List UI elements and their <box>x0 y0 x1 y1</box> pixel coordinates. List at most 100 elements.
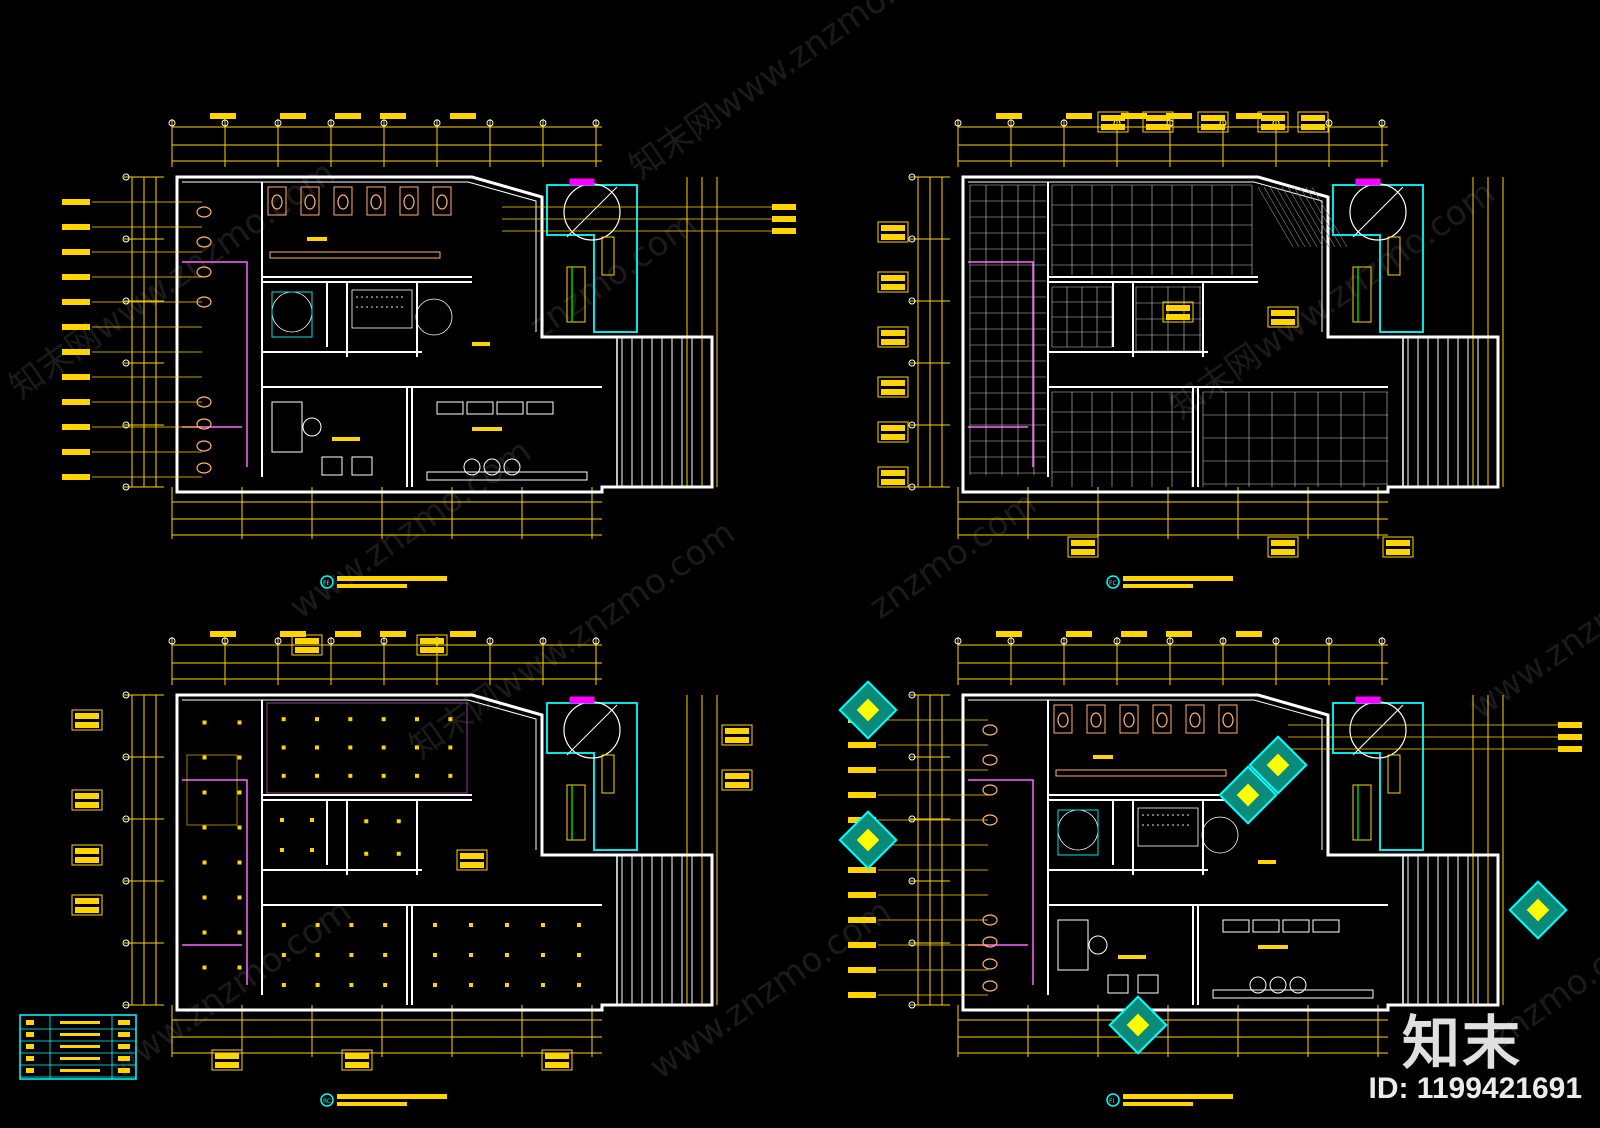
ceiling-light <box>280 818 284 822</box>
grid-bubble <box>1325 637 1333 645</box>
ceiling-light <box>469 923 473 927</box>
dimension-label <box>1258 860 1276 864</box>
plan-scale-bar <box>337 1102 407 1106</box>
wall-inner-line <box>182 181 537 332</box>
texture-dot <box>1142 824 1144 826</box>
texture-dot <box>1187 824 1189 826</box>
ceiling-light <box>364 819 369 824</box>
ceiling-light <box>237 860 242 865</box>
dimension-label <box>848 767 876 773</box>
wall-inner-line <box>968 699 1323 850</box>
texture-dot <box>1147 814 1149 816</box>
ceiling-light <box>433 923 437 927</box>
plan-title-block: RC <box>320 1093 447 1107</box>
dimension-label <box>1066 631 1092 637</box>
ceiling-light <box>577 953 581 957</box>
toilet-fixture <box>304 194 316 210</box>
grid-bubble <box>1378 637 1386 645</box>
grid-bubble <box>592 637 600 645</box>
ceiling-type-tag <box>877 221 909 243</box>
title-tag: FF <box>323 580 330 587</box>
chair <box>503 458 521 476</box>
ceiling-light <box>202 930 207 935</box>
dimension-label <box>62 474 90 480</box>
dimension-label <box>1166 631 1192 637</box>
ceiling-type-tag <box>456 849 488 871</box>
interior-partition <box>261 700 602 1005</box>
ceiling-light <box>237 825 242 830</box>
grid-bubble <box>274 119 282 127</box>
dimension-label <box>848 792 876 798</box>
dimension-label <box>772 204 796 210</box>
grid-bubble <box>908 173 916 181</box>
texture-dot <box>1187 814 1189 816</box>
round-table <box>302 417 322 437</box>
texture-dot <box>361 296 363 298</box>
grid-bubble <box>954 637 962 645</box>
ceiling-light <box>202 965 207 970</box>
grid-bubble <box>908 815 916 823</box>
texture-dot <box>1172 814 1174 816</box>
ceiling-light <box>237 720 242 725</box>
title-tag: FC <box>1109 580 1117 587</box>
wall-inner-line <box>968 181 1323 332</box>
ceiling-light <box>396 851 401 856</box>
plant <box>415 298 453 336</box>
ceiling-type-tag <box>1097 111 1129 133</box>
texture-dot <box>1182 814 1184 816</box>
elevation-index-marker <box>1248 735 1308 795</box>
legend-description <box>60 1057 100 1060</box>
ceiling-light <box>348 745 353 750</box>
dimension-label <box>848 942 876 948</box>
plan-title-block: FC <box>1106 575 1233 589</box>
ceiling-light <box>541 923 545 927</box>
grid-bubble <box>1060 119 1068 127</box>
dimension-label <box>1558 722 1582 728</box>
plan-title-bar <box>1123 1094 1233 1099</box>
ceiling-type-tag <box>1162 301 1194 323</box>
dimension-label <box>1121 631 1147 637</box>
grid-bubble <box>1007 637 1015 645</box>
plan-title-bar <box>337 576 447 581</box>
ceiling-light <box>202 895 207 900</box>
toilet-fixture <box>1057 712 1069 728</box>
interior-partition <box>1047 700 1388 1005</box>
title-bubble <box>1106 1093 1120 1107</box>
grid-bubble <box>122 1001 130 1009</box>
dimension-label <box>1093 755 1113 759</box>
ceiling-light <box>281 773 286 778</box>
legend-description <box>60 1045 100 1048</box>
ceiling-light <box>469 983 473 987</box>
plan-title-bar <box>1123 576 1233 581</box>
toilet-fixture <box>982 958 998 970</box>
ceiling-type-tag <box>1067 536 1099 558</box>
dimension-label <box>307 237 327 241</box>
texture-dot <box>356 306 358 308</box>
texture-dot <box>386 306 388 308</box>
grid-bubble <box>908 753 916 761</box>
dimension-label <box>848 742 876 748</box>
ceiling-light <box>448 717 453 722</box>
ceiling-light <box>315 953 320 957</box>
dimension-label <box>848 892 876 898</box>
grid-bubble <box>1113 637 1121 645</box>
grid-bubble <box>539 119 547 127</box>
ceiling-light <box>383 953 388 957</box>
ceiling-light <box>281 983 286 987</box>
dimension-label <box>1558 734 1582 740</box>
texture-dot <box>1167 824 1169 826</box>
elevation-index-marker <box>1108 995 1168 1055</box>
dimension-label <box>62 349 90 355</box>
grid-bubble <box>122 483 130 491</box>
legend-count <box>118 1068 130 1073</box>
texture-dot <box>391 306 393 308</box>
legend-symbol <box>26 1020 34 1025</box>
ceiling-light <box>448 773 453 778</box>
grid-bubble <box>908 877 916 885</box>
dimension-label <box>62 299 90 305</box>
texture-dot <box>1162 824 1164 826</box>
toilet-fixture <box>271 194 283 210</box>
grid-bubble <box>539 637 547 645</box>
ceiling-type-tag <box>71 894 103 916</box>
grid-bubble <box>274 637 282 645</box>
